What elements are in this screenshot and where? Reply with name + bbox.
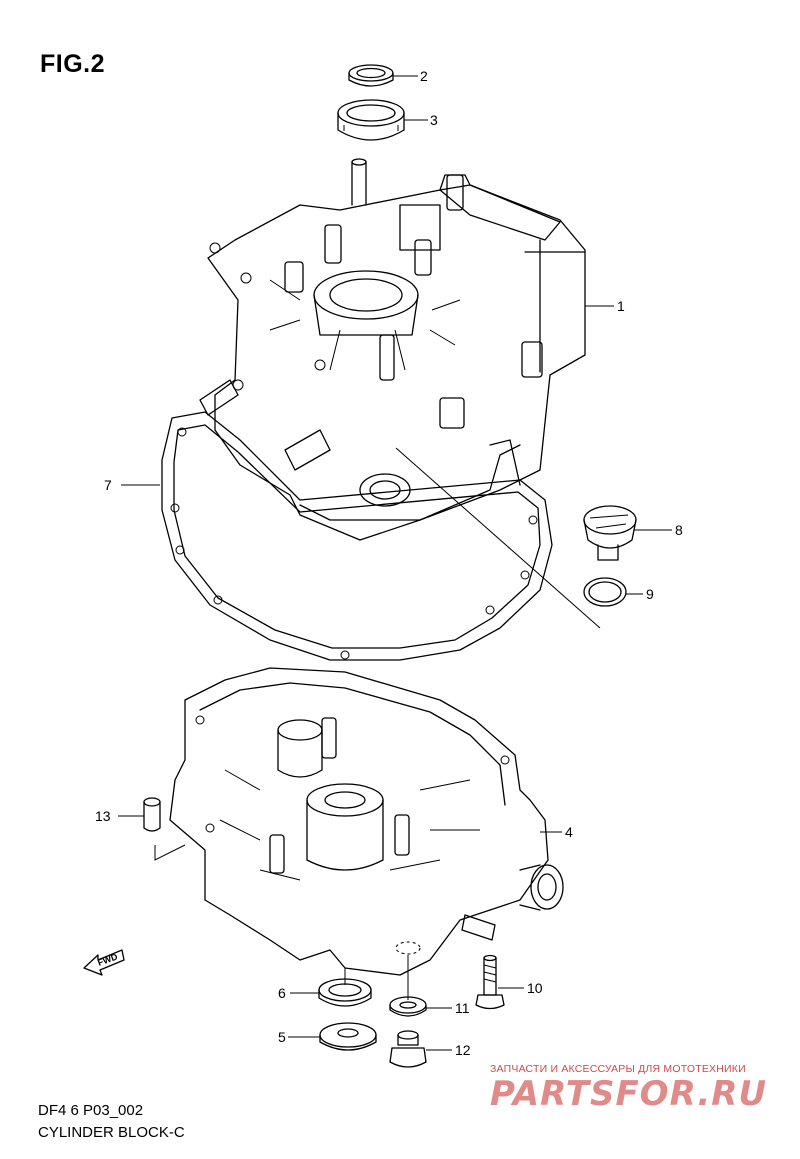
part-3-bearing[interactable] [337,99,405,141]
callout-6: 6 [278,985,286,1001]
watermark-logo: PARTSFOR.RU [490,1074,768,1114]
part-2-seal[interactable] [348,64,394,87]
part-13-dowel-pin[interactable] [143,797,186,861]
part-12-drain-bolt[interactable] [389,1030,427,1068]
callout-11: 11 [455,1000,470,1016]
part-11-washer[interactable] [389,996,427,1017]
callout-13: 13 [95,808,111,824]
figure-title: FIG.2 [40,50,106,78]
diagram-code: DF4 6 P03_002 [38,1102,144,1119]
part-6-oil-seal[interactable] [318,978,372,1007]
callout-2: 2 [420,68,428,84]
callout-5: 5 [278,1029,286,1045]
part-5-cap[interactable] [319,1022,377,1051]
forward-arrow-icon: FWD [83,949,125,976]
part-9-o-ring[interactable] [583,577,627,607]
part-7-gasket[interactable] [161,411,553,661]
callout-7: 7 [104,477,112,493]
leader-lines [118,75,672,1051]
part-1-crankcase-upper[interactable] [199,158,601,629]
callout-4: 4 [565,824,573,840]
callout-labels: 2 3 1 7 8 9 13 4 6 5 10 11 12 [95,68,683,1058]
callout-8: 8 [675,522,683,538]
part-4-crankcase-lower[interactable] [169,667,564,1000]
part-10-bolt[interactable] [475,954,505,1010]
fwd-label: FWD [96,951,119,968]
watermark-tagline: ЗАПЧАСТИ И АКСЕССУАРЫ ДЛЯ МОТОТЕХНИКИ [490,1063,746,1075]
callout-12: 12 [455,1042,471,1058]
diagram-name: CYLINDER BLOCK-C [38,1124,185,1141]
part-8-plug[interactable] [583,505,637,561]
callout-1: 1 [617,298,625,314]
callout-3: 3 [430,112,438,128]
callout-10: 10 [527,980,543,996]
callout-9: 9 [646,586,654,602]
